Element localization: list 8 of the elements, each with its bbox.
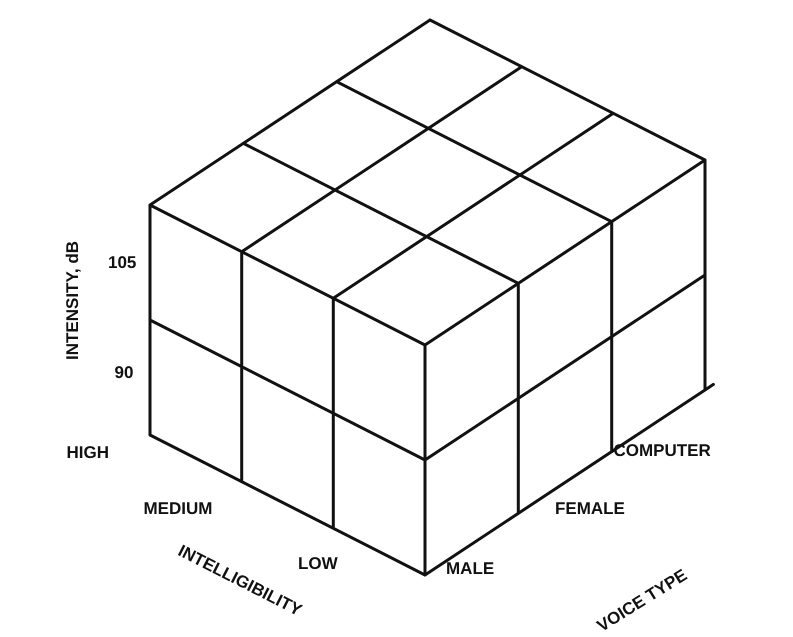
tick-label: 105: [108, 254, 136, 270]
tick-label: 90: [114, 364, 134, 380]
category-label: HIGH: [66, 444, 109, 460]
category-label: COMPUTER: [614, 442, 711, 458]
category-label: MEDIUM: [144, 500, 212, 516]
category-label: FEMALE: [555, 500, 625, 516]
axis-title: INTENSITY, dB: [64, 240, 80, 360]
category-label: MALE: [446, 560, 494, 576]
